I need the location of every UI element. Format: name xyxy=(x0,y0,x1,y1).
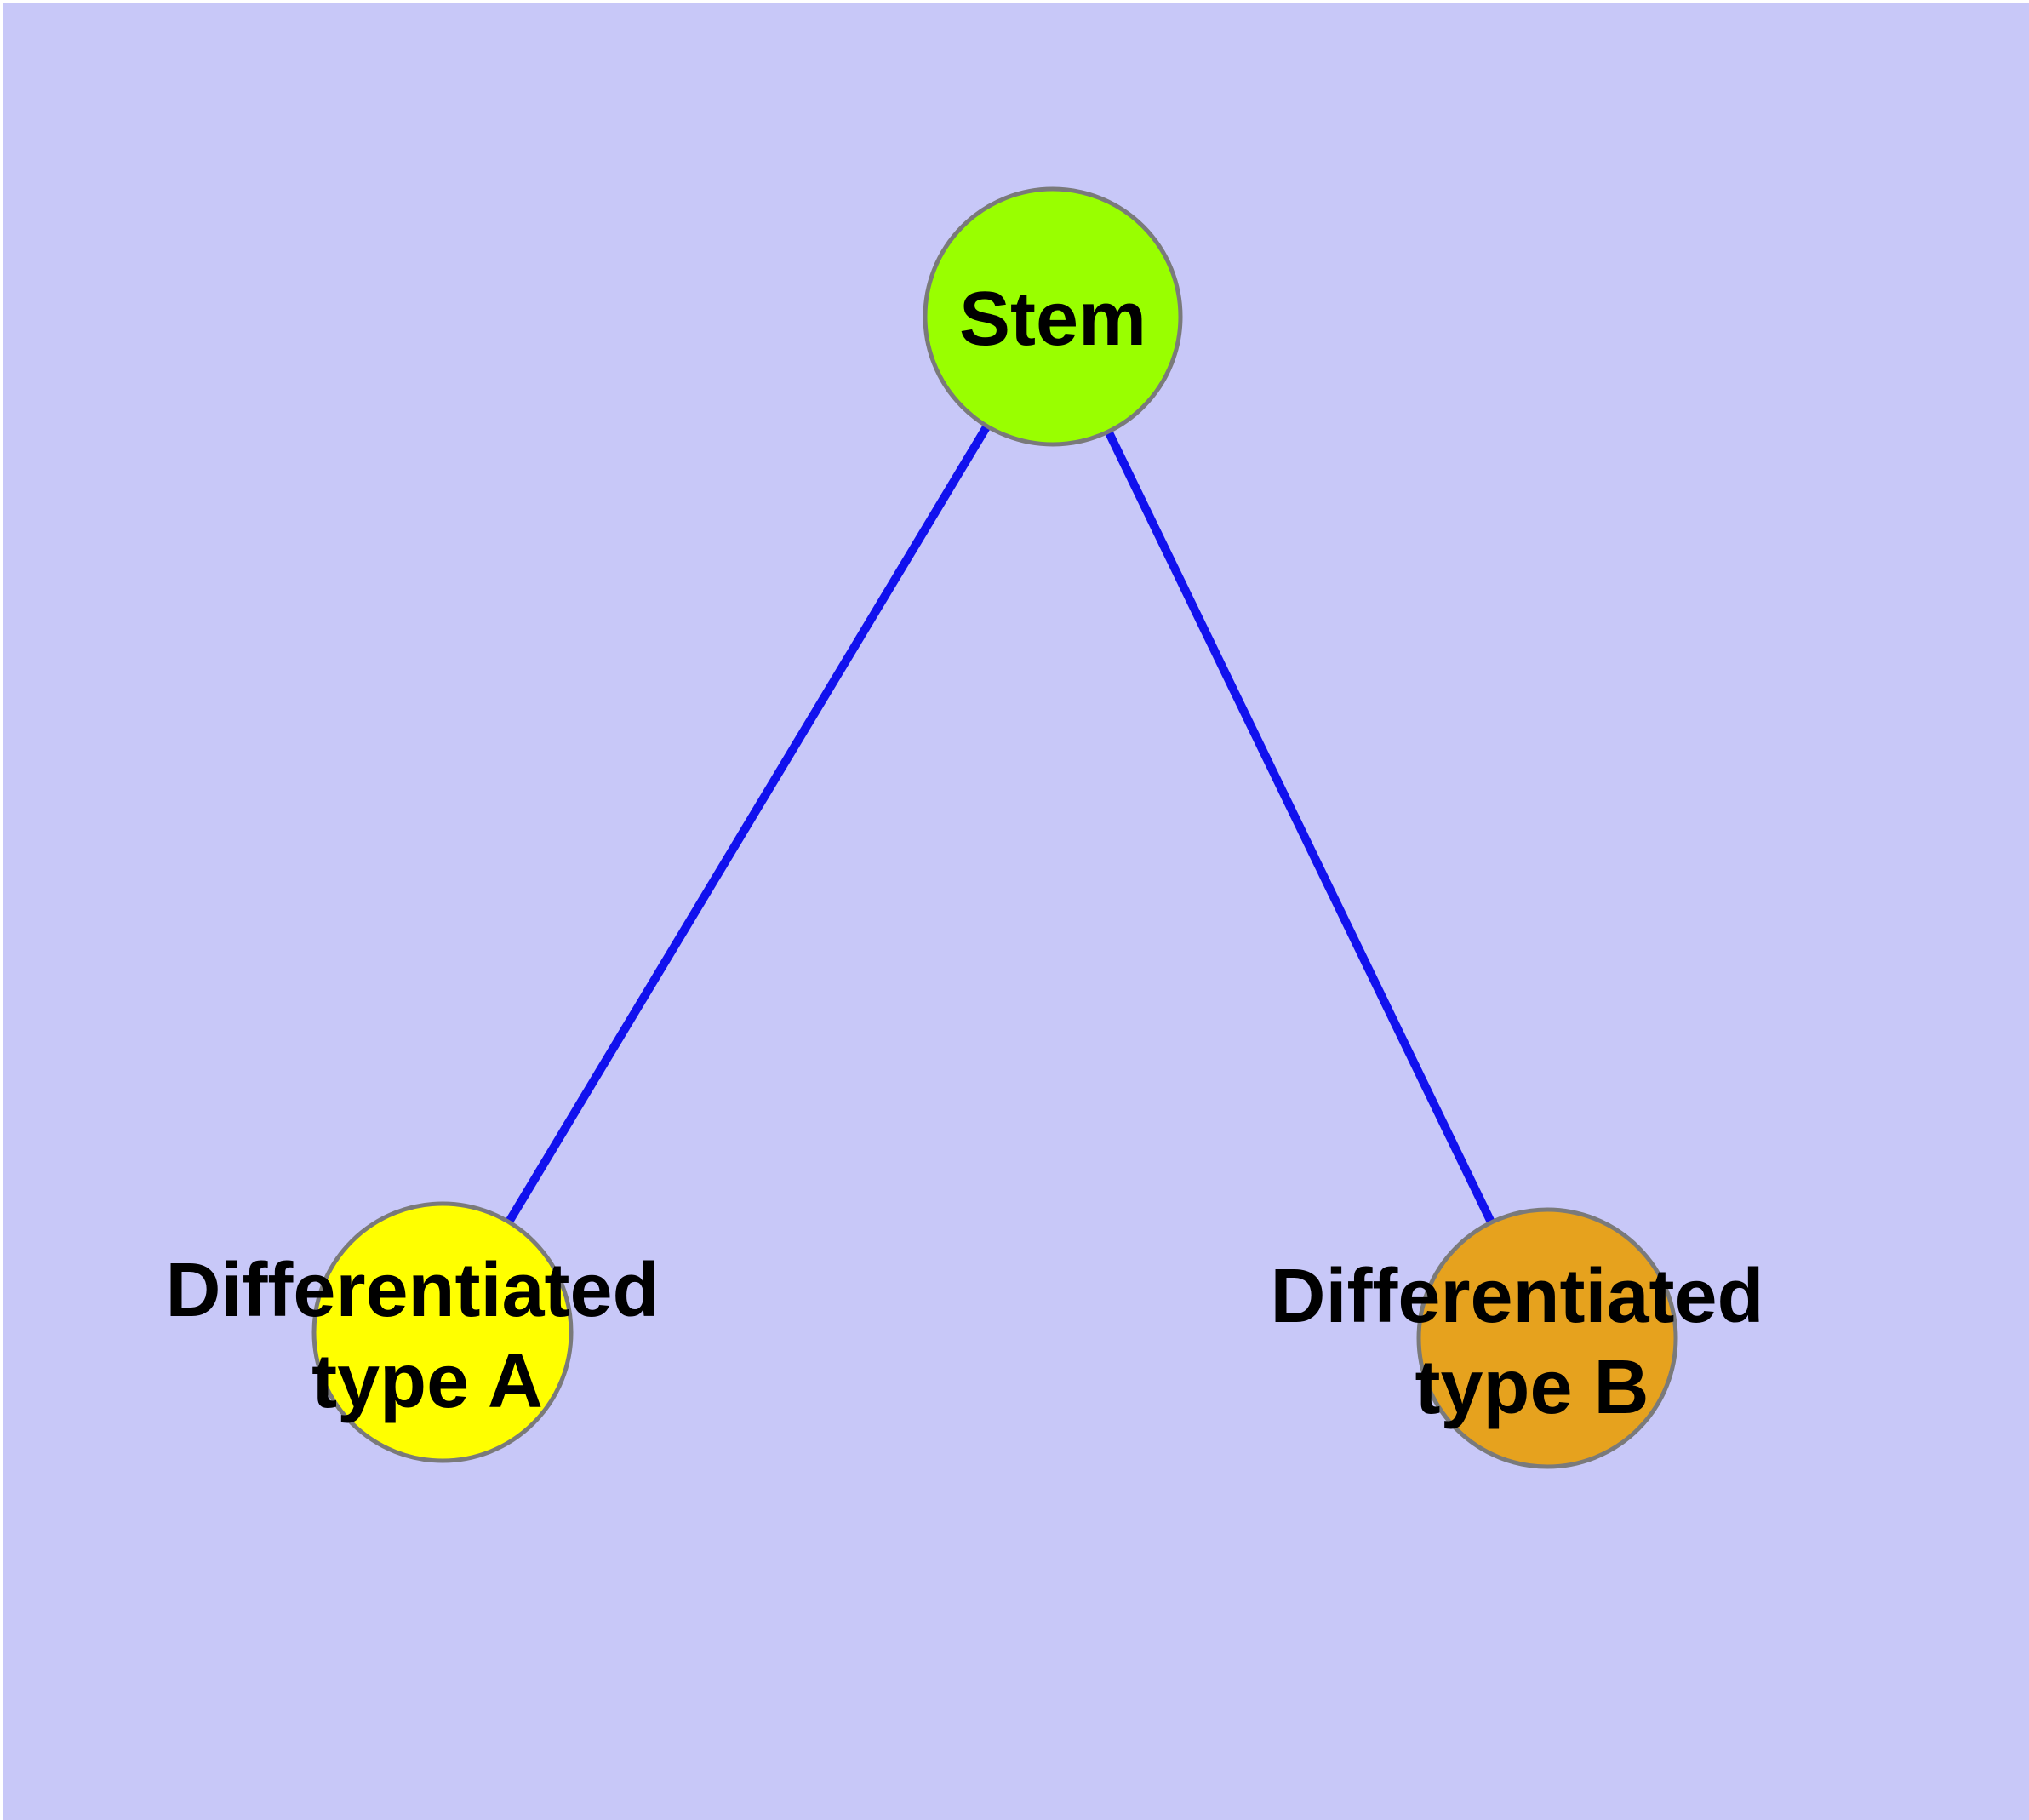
node-stem-label: Stem xyxy=(959,277,1146,362)
node-type-b-circle xyxy=(1416,1207,1678,1469)
edge-stem-to-type-b xyxy=(1049,314,1552,1341)
edge-stem-to-type-a xyxy=(438,314,1057,1335)
node-type-a-circle xyxy=(311,1201,574,1463)
node-type-b-label: Differentiated type B xyxy=(1270,1254,1785,1430)
node-type-a-label-line1: Differentiated xyxy=(165,1248,659,1333)
node-stem-circle xyxy=(923,186,1183,447)
node-type-a-label-line2: type A xyxy=(311,1339,543,1424)
node-type-b-label-line2: type B xyxy=(1415,1345,1649,1430)
node-type-a-label: Differentiated type A xyxy=(165,1248,680,1424)
node-type-b-label-line1: Differentiated xyxy=(1270,1254,1763,1339)
